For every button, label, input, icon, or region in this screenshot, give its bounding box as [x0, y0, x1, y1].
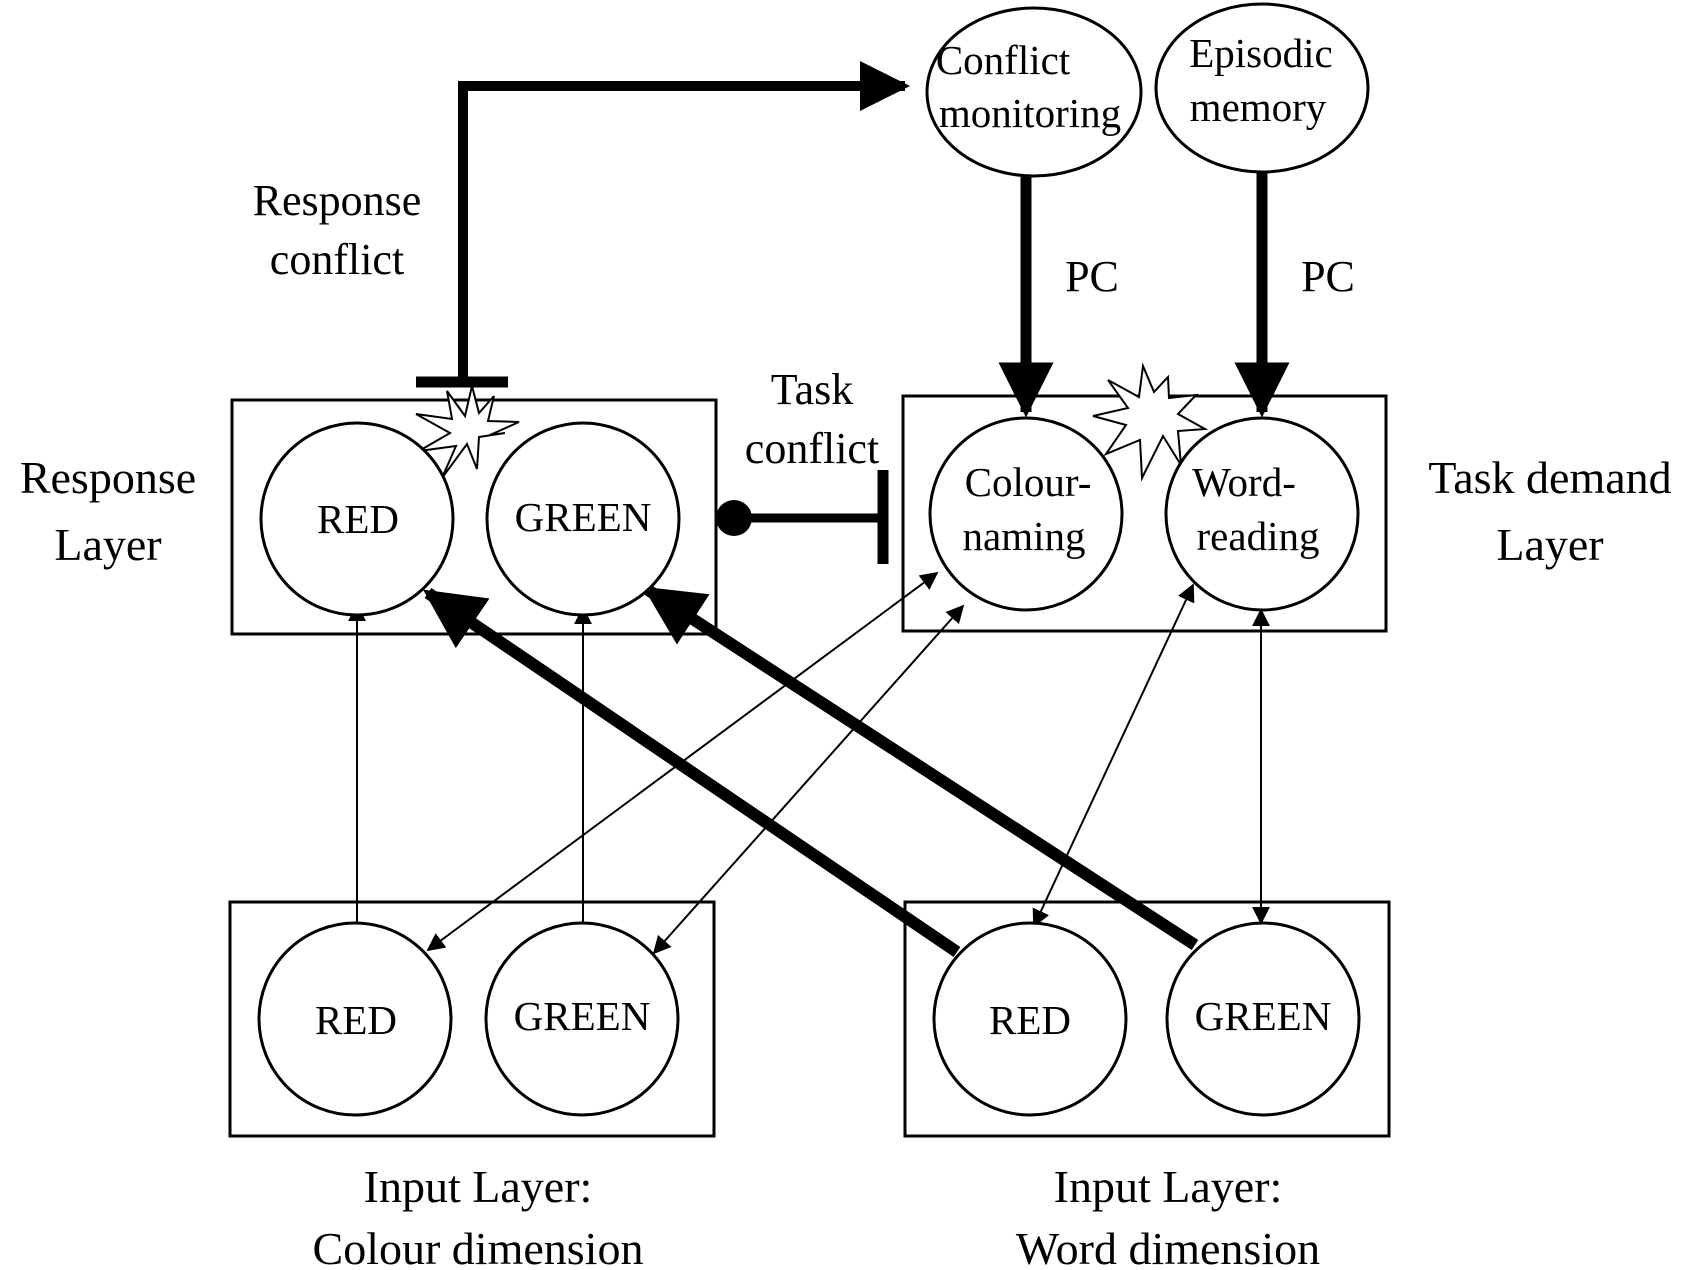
task-conflict-label-line1: Task: [771, 365, 853, 414]
arrow-word-red-to-response-red: [423, 588, 961, 957]
input-colour-green-label: GREEN: [514, 993, 651, 1039]
input-colour-layer-label-line2: Colour dimension: [313, 1223, 644, 1270]
episodic-memory-node: [1154, 2, 1370, 174]
input-colour-layer-label-line1: Input Layer:: [364, 1161, 593, 1212]
task-demand-layer-label-line2: Layer: [1496, 519, 1603, 570]
response-conflict-path: [458, 61, 910, 380]
colour-naming-label-line1: Colour-: [965, 459, 1092, 505]
task-demand-layer-label-line1: Task demand: [1428, 452, 1671, 503]
episodic-memory-label-line2: memory: [1190, 84, 1327, 130]
task-conflict-label-line2: conflict: [745, 424, 879, 473]
response-red-node: [259, 421, 455, 617]
link-word-reading-to-word-red: [1032, 583, 1195, 928]
input-word-red-label: RED: [989, 997, 1071, 1043]
episodic-memory-label-line1: Episodic: [1189, 30, 1332, 76]
task-conflict-dot: [716, 500, 752, 536]
word-reading-label-line1: Word-: [1192, 459, 1296, 505]
input-colour-red-label: RED: [315, 997, 397, 1043]
input-word-green-node: [1165, 921, 1361, 1117]
task-conflict-burst-icon: [1092, 362, 1209, 482]
input-word-layer-label-line1: Input Layer:: [1054, 1161, 1283, 1212]
response-layer-label-line1: Response: [20, 452, 196, 503]
response-conflict-burst-icon: [415, 385, 520, 479]
colour-naming-label-line2: naming: [963, 513, 1086, 559]
input-colour-red-node: [257, 921, 453, 1117]
input-word-red-node: [932, 921, 1128, 1117]
response-layer-label-line2: Layer: [54, 519, 161, 570]
conflict-monitoring-label-line1: Conflict: [936, 37, 1071, 83]
input-word-green-label: GREEN: [1195, 993, 1332, 1039]
link-colour-naming-to-colour-green: [652, 604, 965, 955]
response-conflict-label-line2: conflict: [270, 235, 404, 284]
word-reading-label-line2: reading: [1197, 513, 1320, 559]
response-red-label: RED: [317, 496, 399, 542]
word-reading-node: [1164, 416, 1360, 612]
arrow-word-green-to-response-green: [642, 584, 1199, 951]
input-colour-green-node: [484, 921, 680, 1117]
input-word-layer-label-line2: Word dimension: [1016, 1223, 1320, 1270]
response-green-node: [485, 421, 681, 617]
conflict-monitoring-label-line2: monitoring: [939, 90, 1121, 136]
pc-label-right: PC: [1301, 252, 1355, 301]
pc-label-left: PC: [1065, 252, 1119, 301]
colour-naming-node: [928, 416, 1124, 612]
conflict-monitoring-node: [925, 6, 1143, 178]
response-conflict-label-line1: Response: [253, 176, 422, 225]
response-green-label: GREEN: [515, 494, 652, 540]
